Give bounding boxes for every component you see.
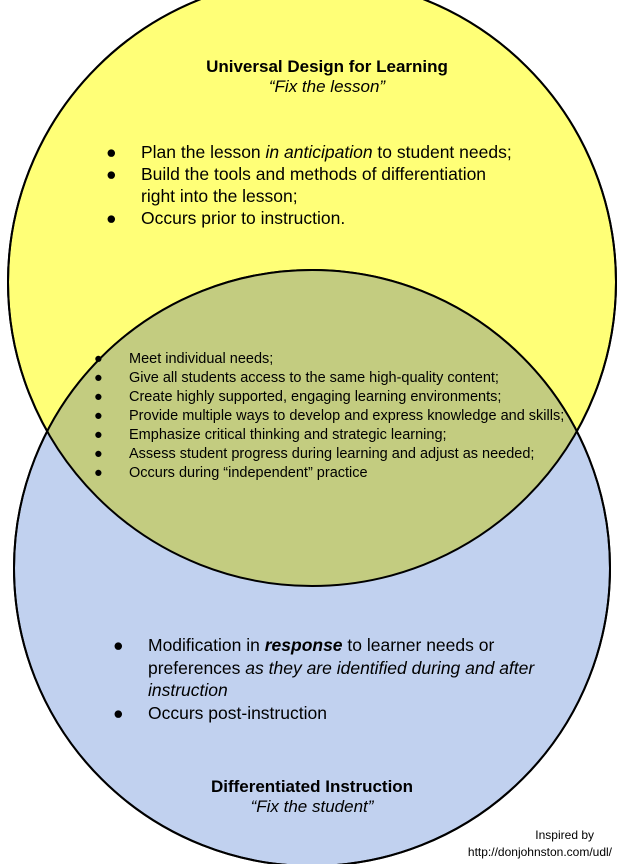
shared-item-text: Meet individual needs; bbox=[129, 351, 274, 367]
di-title: Differentiated Instruction bbox=[210, 777, 414, 796]
udl-item-text: Occurs prior to instruction. bbox=[141, 208, 346, 228]
udl-item-text: Build the tools and methods of different… bbox=[141, 164, 487, 206]
bullet-icon: ● bbox=[94, 427, 103, 443]
shared-item-text: Emphasize critical thinking and strategi… bbox=[129, 427, 447, 443]
di-subtitle: “Fix the student” bbox=[250, 797, 374, 816]
shared-item-text: Create highly supported, engaging learni… bbox=[129, 389, 502, 405]
di-item-text: to learner needs or preferences bbox=[148, 635, 495, 678]
di-item-text: Modification in bbox=[148, 635, 265, 655]
di-item-text: Occurs post-instruction bbox=[148, 702, 327, 723]
credit: Inspired by http://donjohnston.com/udl/ bbox=[352, 827, 612, 861]
di-list-block: ● Modification in response to learner ne… bbox=[113, 634, 573, 724]
shared-item-text: Give all students access to the same hig… bbox=[129, 370, 499, 386]
udl-item: ● Plan the lesson in anticipation to stu… bbox=[106, 141, 576, 163]
shared-item: ● Assess student progress during learning… bbox=[94, 445, 559, 464]
di-item-strong-emphasis: response bbox=[264, 635, 343, 655]
di-circle-outline bbox=[13, 269, 611, 864]
udl-item-emphasis: in anticipation bbox=[265, 142, 373, 162]
credit-url: http://donjohnston.com/udl/ bbox=[467, 845, 612, 859]
bullet-icon: ● bbox=[106, 164, 117, 184]
shared-item: ● Create highly supported, engaging learn… bbox=[94, 388, 600, 407]
udl-item-text: Plan the lesson bbox=[141, 142, 266, 162]
udl-list: ● Plan the lesson in anticipation to stu… bbox=[106, 141, 576, 229]
udl-subtitle: “Fix the lesson” bbox=[268, 77, 386, 96]
udl-list-block: ● Plan the lesson in anticipation to stu… bbox=[106, 141, 576, 229]
di-item: ● Occurs post-instruction bbox=[113, 702, 573, 725]
shared-item-text: Assess student progress during learning … bbox=[129, 446, 535, 462]
bullet-icon: ● bbox=[94, 408, 103, 424]
udl-circle-outline bbox=[7, 0, 617, 587]
bullet-icon: ● bbox=[94, 389, 103, 405]
di-heading: Differentiated Instruction “Fix the stud… bbox=[112, 776, 512, 817]
bullet-icon: ● bbox=[94, 351, 103, 367]
shared-item: ● Provide multiple ways to develop and ex… bbox=[94, 407, 600, 426]
bullet-icon: ● bbox=[94, 446, 103, 462]
shared-item-text: Provide multiple ways to develop and exp… bbox=[129, 408, 565, 424]
di-item: ● Modification in response to learner ne… bbox=[113, 634, 578, 702]
udl-title: Universal Design for Learning bbox=[206, 57, 448, 76]
shared-item-text: Occurs during “independent” practice bbox=[129, 465, 368, 481]
bullet-icon: ● bbox=[106, 142, 117, 162]
udl-item: ● Build the tools and methods of differe… bbox=[106, 163, 511, 207]
credit-line1: Inspired by bbox=[535, 828, 594, 842]
di-list: ● Modification in response to learner ne… bbox=[113, 634, 573, 724]
shared-item: ● Occurs during “independent” practice bbox=[94, 464, 600, 483]
udl-item-text: to student needs; bbox=[372, 142, 512, 162]
shared-list: ● Meet individual needs; ● Give all studen… bbox=[94, 350, 600, 483]
shared-item: ● Give all students access to the same hi… bbox=[94, 369, 600, 388]
udl-heading: Universal Design for Learning “Fix the l… bbox=[112, 56, 542, 97]
di-item-emphasis: as they are identified during and after … bbox=[148, 657, 535, 701]
bullet-icon: ● bbox=[113, 635, 124, 655]
shared-list-block: ● Meet individual needs; ● Give all studen… bbox=[94, 350, 600, 483]
shared-item: ● Emphasize critical thinking and strateg… bbox=[94, 426, 600, 445]
bullet-icon: ● bbox=[94, 465, 103, 481]
bullet-icon: ● bbox=[94, 370, 103, 386]
udl-item: ● Occurs prior to instruction. bbox=[106, 207, 576, 229]
overlap-region bbox=[14, 270, 610, 586]
bullet-icon: ● bbox=[113, 702, 124, 723]
bullet-icon: ● bbox=[106, 208, 117, 228]
shared-item: ● Meet individual needs; bbox=[94, 350, 600, 369]
